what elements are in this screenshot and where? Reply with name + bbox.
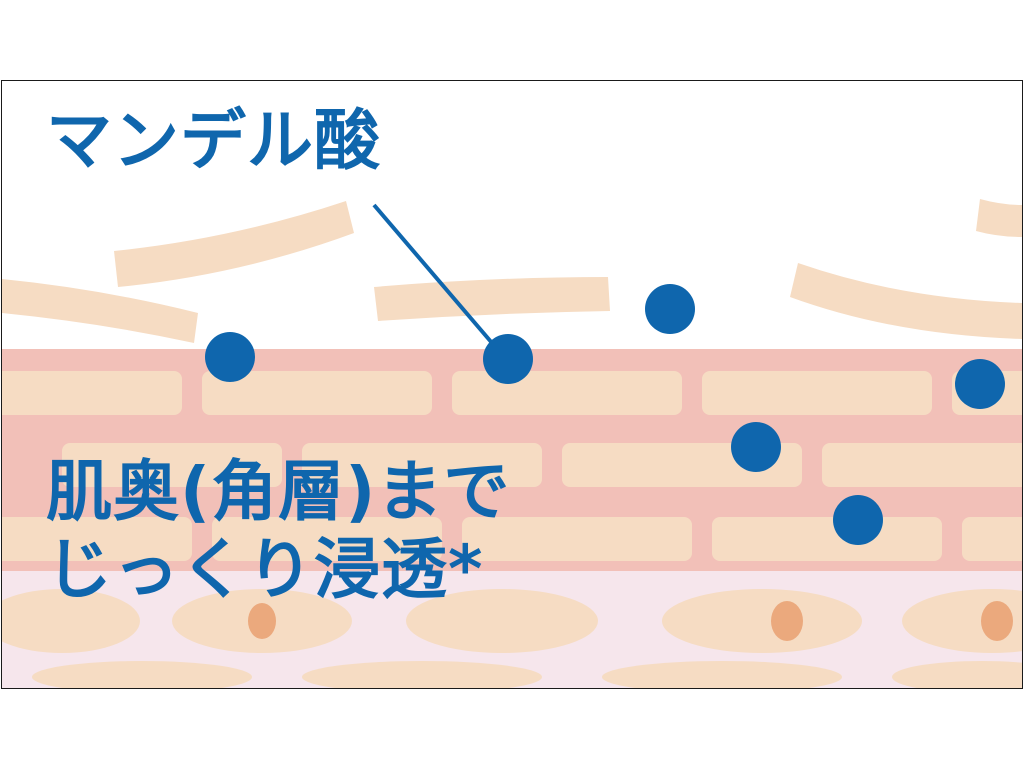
molecule-dot	[205, 332, 255, 382]
brick-row-3	[2, 517, 1022, 561]
cell-nucleus	[771, 601, 803, 641]
surface-flakes	[2, 199, 1022, 343]
skin-cell	[712, 517, 942, 561]
molecule-dot	[955, 359, 1005, 409]
skin-cell	[302, 443, 542, 487]
skin-cell	[2, 589, 140, 653]
skin-cell	[2, 517, 192, 561]
penetration-caption: 肌奥(角層)まで じっくり浸透*	[46, 453, 510, 609]
molecule-dot	[645, 284, 695, 334]
molecule-dot	[731, 422, 781, 472]
cell-nucleus	[981, 601, 1013, 641]
label-pointer-line	[372, 203, 506, 359]
penetration-caption-line-1: 肌奥(角層)まで	[46, 453, 511, 530]
surface-flake	[790, 263, 1022, 339]
skin-cell	[452, 371, 682, 415]
skin-cell	[212, 517, 442, 561]
skin-cell	[662, 589, 862, 653]
skin-cell	[462, 517, 692, 561]
lower-cell-row	[2, 589, 1022, 688]
mandelic-acid-molecules	[205, 284, 1005, 545]
surface-flake	[374, 277, 610, 321]
skin-penetration-diagram: マンデル酸 肌奥(角層)まで じっくり浸透*	[1, 80, 1023, 689]
skin-cell	[62, 443, 282, 487]
skin-cell	[702, 371, 932, 415]
skin-cell	[202, 371, 432, 415]
surface-flake	[976, 199, 1022, 237]
skin-cell	[962, 517, 1022, 561]
skin-cell	[2, 371, 182, 415]
molecule-dot	[833, 495, 883, 545]
skin-cell	[892, 661, 1022, 688]
skin-layers-illustration	[2, 199, 1022, 688]
surface-flake	[114, 201, 354, 287]
skin-cell	[32, 661, 252, 688]
skin-cell	[602, 661, 842, 688]
molecule-dot	[483, 334, 533, 384]
surface-flake	[2, 279, 198, 343]
brick-row-2	[62, 443, 1022, 487]
skin-cell	[822, 443, 1022, 487]
skin-cell	[302, 661, 542, 688]
cell-nucleus	[248, 603, 276, 639]
ingredient-label: マンデル酸	[46, 102, 381, 179]
skin-cell	[406, 589, 598, 653]
penetration-caption-line-2: じっくり浸透*	[46, 531, 484, 608]
